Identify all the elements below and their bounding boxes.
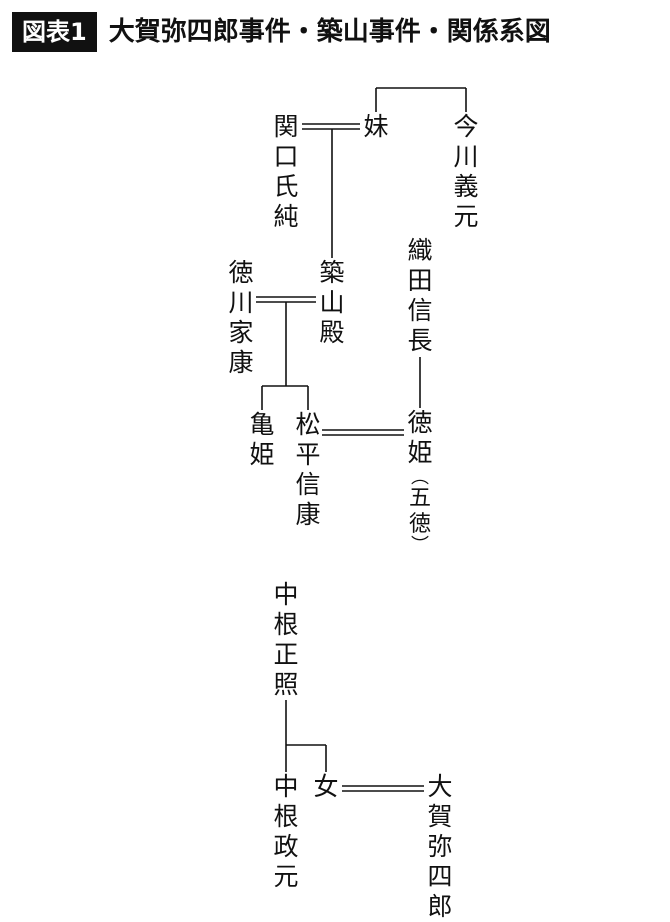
person-onna: 女 — [311, 772, 341, 802]
figure-number-badge: 図表1 — [12, 12, 97, 52]
name-character: 関 — [273, 112, 299, 141]
name-character: 亀 — [249, 410, 275, 439]
name-character: 中 — [273, 580, 299, 609]
name-character: 純 — [273, 202, 299, 231]
person-tokuhime-alias: ︵五徳︶ — [405, 467, 435, 556]
name-character: 照 — [273, 670, 299, 699]
name-character: 康 — [228, 348, 254, 377]
name-character: 姫 — [249, 440, 275, 469]
name-character: 根 — [273, 610, 299, 639]
person-imouto: 妹 — [361, 112, 391, 142]
name-character: 信 — [407, 296, 433, 325]
name-character: 義 — [453, 172, 479, 201]
name-character: 根 — [273, 802, 299, 831]
name-character: 川 — [453, 142, 479, 171]
name-character: 今 — [453, 112, 479, 141]
name-character: 氏 — [273, 172, 299, 201]
person-tsukiyama-dono: 築山殿 — [317, 258, 347, 348]
name-character: 康 — [295, 500, 321, 529]
person-ooga-yashiro: 大賀弥四郎 — [425, 772, 455, 922]
name-character: 正 — [273, 640, 299, 669]
name-character: 殿 — [319, 318, 345, 347]
name-character: 四 — [427, 862, 453, 891]
name-character: 築 — [319, 258, 345, 287]
person-oda-nobunaga: 織田信長 — [405, 236, 435, 356]
name-character: 平 — [295, 440, 321, 469]
person-tokuhime: 徳姫 — [405, 408, 435, 468]
name-character: 徳 — [407, 408, 433, 437]
person-nakane-masateru: 中根正照 — [271, 580, 301, 700]
name-character: 大 — [427, 772, 453, 801]
name-character: 松 — [295, 410, 321, 439]
close-paren: ︶ — [411, 535, 429, 556]
person-matsudaira-nobuyasu: 松平信康 — [293, 410, 323, 530]
person-sekiguchi-ujizumi: 関口氏純 — [271, 112, 301, 232]
name-character: 女 — [313, 772, 339, 801]
name-character: 川 — [228, 288, 254, 317]
figure-title: 大賀弥四郎事件・築山事件・関係系図 — [108, 17, 551, 47]
name-character: 中 — [273, 772, 299, 801]
name-character: 信 — [295, 470, 321, 499]
name-character: 山 — [319, 288, 345, 317]
open-paren: ︵ — [411, 467, 429, 488]
figure-title-bar: 図表1 大賀弥四郎事件・築山事件・関係系図 — [12, 12, 551, 52]
person-kamehime: 亀姫 — [247, 410, 277, 470]
name-character: 賀 — [427, 802, 453, 831]
name-character: 長 — [407, 326, 433, 355]
name-character: 田 — [407, 266, 433, 295]
person-nakane-masamoto: 中根政元 — [271, 772, 301, 892]
name-character: 姫 — [407, 438, 433, 467]
person-imagawa-yoshimoto: 今川義元 — [451, 112, 481, 232]
note-character: 徳 — [408, 512, 431, 537]
note-character: 五 — [408, 486, 431, 511]
name-character: 家 — [228, 318, 254, 347]
name-character: 郎 — [427, 892, 453, 921]
name-character: 織 — [407, 236, 433, 265]
name-character: 口 — [273, 142, 299, 171]
name-character: 元 — [273, 862, 299, 891]
name-character: 元 — [453, 202, 479, 231]
person-tokugawa-ieyasu: 徳川家康 — [226, 258, 256, 378]
name-character: 徳 — [228, 258, 254, 287]
name-character: 政 — [273, 832, 299, 861]
name-character: 弥 — [427, 832, 453, 861]
name-character: 妹 — [363, 112, 389, 141]
